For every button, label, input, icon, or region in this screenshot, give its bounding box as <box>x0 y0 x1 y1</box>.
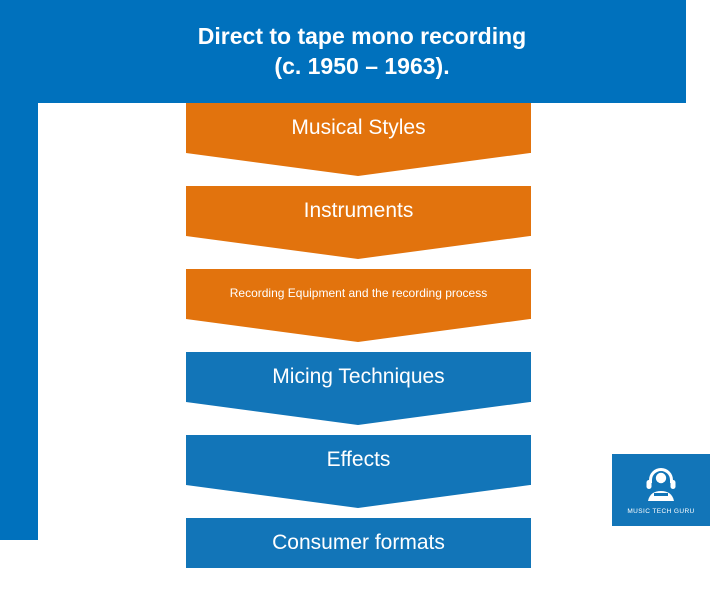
chevron-label: Recording Equipment and the recording pr… <box>229 286 488 301</box>
chevron-item-micing-techniques[interactable]: Micing Techniques <box>186 352 531 435</box>
chevron-label: Instruments <box>303 198 414 222</box>
page-title-line-2: (c. 1950 – 1963). <box>274 52 450 79</box>
chevron-body: Consumer formats <box>186 518 531 568</box>
page-title: Direct to tape mono recording (c. 1950 –… <box>38 22 686 81</box>
chevron-label: Effects <box>326 447 391 471</box>
chevron-item-consumer-formats[interactable]: Consumer formats <box>186 518 531 601</box>
chevron-item-recording-equipment[interactable]: Recording Equipment and the recording pr… <box>186 269 531 352</box>
slide-title-banner: Direct to tape mono recording (c. 1950 –… <box>38 0 686 103</box>
dj-headphones-icon <box>639 466 683 506</box>
chevron-arrow <box>186 236 530 259</box>
left-accent-bar <box>0 0 38 540</box>
chevron-body: Musical Styles <box>186 103 531 153</box>
chevron-body: Recording Equipment and the recording pr… <box>186 269 531 319</box>
chevron-body: Micing Techniques <box>186 352 531 402</box>
chevron-label: Micing Techniques <box>272 364 445 388</box>
chevron-arrow <box>186 153 530 176</box>
chevron-label: Musical Styles <box>291 115 426 139</box>
logo-badge: MUSIC TECH GURU <box>610 452 712 528</box>
chevron-arrow <box>186 319 530 342</box>
chevron-body: Effects <box>186 435 531 485</box>
chevron-stack: Musical Styles Instruments Recording Equ… <box>186 103 531 601</box>
chevron-body: Instruments <box>186 186 531 236</box>
chevron-item-effects[interactable]: Effects <box>186 435 531 518</box>
chevron-arrow <box>186 485 530 508</box>
logo-text: MUSIC TECH GURU <box>627 507 695 515</box>
chevron-item-musical-styles[interactable]: Musical Styles <box>186 103 531 186</box>
chevron-label: Consumer formats <box>272 530 445 554</box>
chevron-arrow <box>186 402 530 425</box>
chevron-item-instruments[interactable]: Instruments <box>186 186 531 269</box>
page-title-line-1: Direct to tape mono recording <box>197 23 527 50</box>
